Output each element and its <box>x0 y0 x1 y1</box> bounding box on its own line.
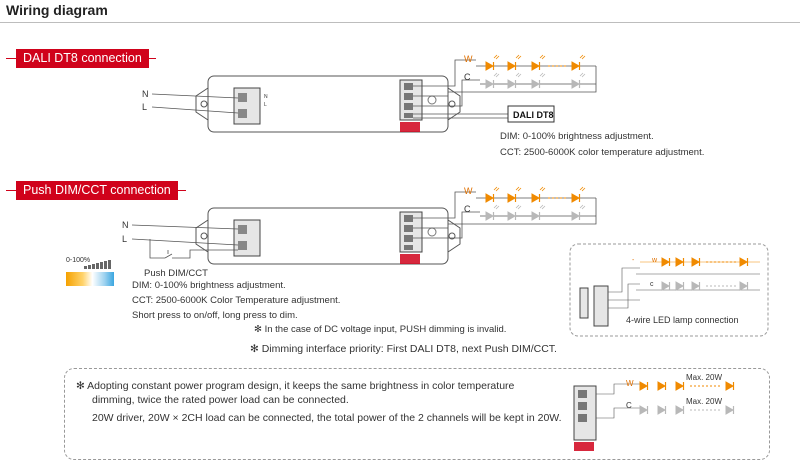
lamp-inset-frame <box>569 243 769 337</box>
dim-level-bars <box>84 260 111 269</box>
section2-c-label: C <box>464 204 471 214</box>
section1-n-label: N <box>142 89 149 99</box>
notes-line2: dimming, twice the rated power load can … <box>92 394 349 406</box>
dali-box-label: DALI DT8 <box>513 110 554 120</box>
section2-driver <box>195 207 461 265</box>
svg-text:-: - <box>632 257 635 264</box>
section1-warm-leds <box>485 54 586 71</box>
section2-warm-leds <box>485 186 586 203</box>
section1-driver: N L <box>195 75 461 133</box>
lamp-caption: 4-wire LED lamp connection <box>626 315 739 325</box>
section2-cct-text: CCT: 2500-6000K Color Temperature adjust… <box>132 295 341 306</box>
svg-text:c: c <box>650 281 654 288</box>
section2-cool-leds <box>485 204 586 221</box>
max-c-label: Max. 20W <box>686 397 722 406</box>
section1-w-label: W <box>464 54 473 64</box>
notes-line3: 20W driver, 20W × 2CH load can be connec… <box>92 412 562 424</box>
section1-badge: DALI DT8 connection <box>16 49 149 68</box>
svg-text:L: L <box>264 102 267 108</box>
press-text: Short press to on/off, long press to dim… <box>132 310 298 321</box>
section1-cct-text: CCT: 2500-6000K color temperature adjust… <box>500 147 705 158</box>
notes-w-label: W <box>626 379 634 388</box>
section1-c-label: C <box>464 72 471 82</box>
scale-label: 0-100% <box>66 257 91 264</box>
dc-note: ✻ In the case of DC voltage input, PUSH … <box>254 324 507 335</box>
notes-line1: ✻ Adopting constant power program design… <box>76 380 515 392</box>
title-divider <box>0 22 800 23</box>
section1-dim-text: DIM: 0-100% brightness adjustment. <box>500 131 654 142</box>
priority-note: ✻ Dimming interface priority: First DALI… <box>250 343 557 355</box>
color-temperature-gradient <box>66 272 114 286</box>
max-w-label: Max. 20W <box>686 373 722 382</box>
push-label: Push DIM/CCT <box>144 268 208 279</box>
section2-l-label: L <box>122 234 127 244</box>
section2-dim-text: DIM: 0-100% brightness adjustment. <box>132 280 286 291</box>
notes-c-label: C <box>626 401 632 410</box>
svg-text:w: w <box>651 257 658 264</box>
section2-n-label: N <box>122 220 129 230</box>
section2-badge: Push DIM/CCT connection <box>16 181 178 200</box>
svg-text:N: N <box>264 94 268 100</box>
section2-w-label: W <box>464 186 473 196</box>
notes-box <box>64 368 770 460</box>
section1-l-label: L <box>142 102 147 112</box>
section1-cool-leds <box>485 72 586 89</box>
page-title: Wiring diagram <box>6 2 108 18</box>
